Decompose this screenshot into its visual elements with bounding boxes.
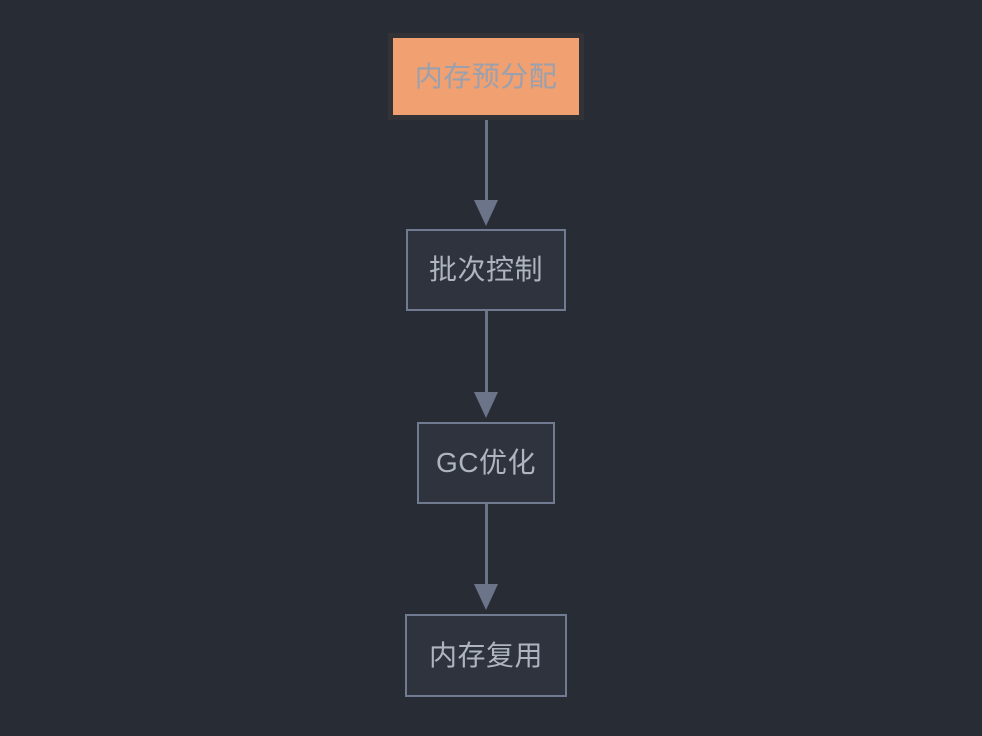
- edge-line: [485, 504, 488, 585]
- flow-node-label: 批次控制: [428, 254, 543, 285]
- edge-line: [485, 311, 488, 393]
- flow-node-label: GC优化: [435, 447, 536, 478]
- flow-node-batch-control[interactable]: 批次控制: [406, 229, 566, 311]
- flow-node-label: 内存预分配: [414, 60, 558, 92]
- flow-node-label: 内存复用: [428, 639, 543, 671]
- arrow-head-icon: [474, 392, 498, 418]
- arrow-head-icon: [474, 584, 498, 610]
- edge-line: [485, 120, 488, 202]
- flow-node-memory-prealloc[interactable]: 内存预分配: [388, 33, 584, 120]
- arrow-head-icon: [474, 200, 498, 226]
- flow-node-memory-reuse[interactable]: 内存复用: [405, 614, 567, 697]
- flow-node-gc-optimization[interactable]: GC优化: [417, 422, 555, 504]
